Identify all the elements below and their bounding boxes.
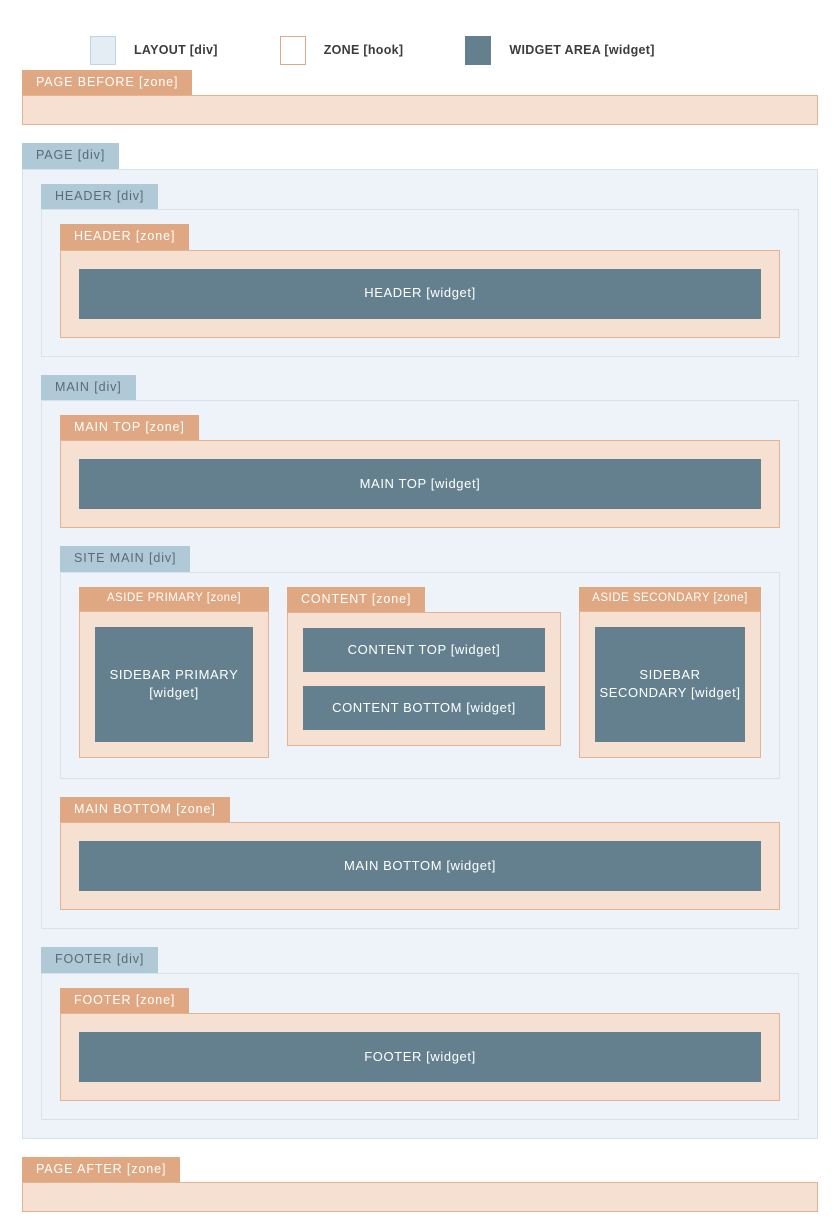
main-div-tab: MAIN [div] [41,374,136,400]
aside-primary-zone-body: SIDEBAR PRIMARY [widget] [79,610,269,758]
legend: LAYOUT [div] ZONE [hook] WIDGET AREA [wi… [0,0,840,70]
legend-label-zone: ZONE [hook] [323,43,404,57]
content-bottom-widget: CONTENT BOTTOM [widget] [303,686,545,730]
footer-widget: FOOTER [widget] [79,1031,761,1082]
widget-swatch-icon [465,35,492,65]
header-div-body: HEADER [zone] HEADER [widget] [41,209,799,357]
legend-item-zone: ZONE [hook] [279,35,404,65]
content-zone-tab: CONTENT [zone] [287,586,426,612]
main-bottom-zone: MAIN BOTTOM [zone] MAIN BOTTOM [widget] [60,796,780,911]
main-div-body: MAIN TOP [zone] MAIN TOP [widget] SITE M… [41,399,799,930]
footer-div-body: FOOTER [zone] FOOTER [widget] [41,972,799,1120]
header-div: HEADER [div] HEADER [zone] HEADER [widge… [41,183,799,357]
sidebar-primary-widget: SIDEBAR PRIMARY [widget] [95,626,253,742]
legend-item-widget: WIDGET AREA [widget] [465,35,655,65]
legend-item-layout: LAYOUT [div] [90,35,218,65]
diagram-root: PAGE BEFORE [zone] PAGE [div] HEADER [di… [0,70,840,1213]
main-top-widget: MAIN TOP [widget] [79,459,761,510]
page-div: PAGE [div] HEADER [div] HEADER [zone] HE… [22,143,818,1139]
legend-label-layout: LAYOUT [div] [134,43,218,57]
main-top-zone-tab: MAIN TOP [zone] [60,414,199,441]
header-zone-tab: HEADER [zone] [60,224,190,250]
main-top-zone-body: MAIN TOP [widget] [60,440,780,529]
footer-zone-body: FOOTER [widget] [60,1012,780,1101]
page-before-zone-body [22,95,818,126]
main-top-zone: MAIN TOP [zone] MAIN TOP [widget] [60,414,780,529]
site-main-div: SITE MAIN [div] ASIDE PRIMARY [zone] SID… [60,546,780,779]
page-after-zone-body [22,1182,818,1213]
site-main-div-body: ASIDE PRIMARY [zone] SIDEBAR PRIMARY [wi… [60,571,780,779]
legend-label-widget: WIDGET AREA [widget] [509,43,655,57]
content-zone: CONTENT [zone] CONTENT TOP [widget] CONT… [287,586,561,746]
sidebar-secondary-widget: SIDEBAR SECONDARY [widget] [595,626,745,742]
aside-secondary-zone-tab: ASIDE SECONDARY [zone] [579,586,761,611]
header-zone: HEADER [zone] HEADER [widget] [60,224,780,338]
main-bottom-zone-tab: MAIN BOTTOM [zone] [60,796,230,823]
content-top-widget: CONTENT TOP [widget] [303,628,545,672]
header-zone-body: HEADER [widget] [60,249,780,338]
content-zone-body: CONTENT TOP [widget] CONTENT BOTTOM [wid… [287,612,561,746]
page-after-zone-tab: PAGE AFTER [zone] [22,1156,181,1183]
main-div: MAIN [div] MAIN TOP [zone] MAIN TOP [wid… [41,374,799,930]
page-div-tab: PAGE [div] [22,143,120,169]
header-div-tab: HEADER [div] [41,183,159,210]
aside-secondary-zone: ASIDE SECONDARY [zone] SIDEBAR SECONDARY… [579,586,761,758]
footer-div-tab: FOOTER [div] [41,947,159,973]
page-div-body: HEADER [div] HEADER [zone] HEADER [widge… [22,168,818,1139]
site-main-div-tab: SITE MAIN [div] [60,546,191,572]
page-after-zone: PAGE AFTER [zone] [22,1156,818,1213]
page-before-zone-tab: PAGE BEFORE [zone] [22,70,193,96]
main-bottom-widget: MAIN BOTTOM [widget] [79,841,761,892]
layout-swatch-icon [90,35,116,65]
page-before-zone: PAGE BEFORE [zone] [22,70,818,126]
footer-zone-tab: FOOTER [zone] [60,987,190,1013]
zone-swatch-icon [279,35,306,65]
aside-secondary-zone-body: SIDEBAR SECONDARY [widget] [579,610,761,758]
header-widget: HEADER [widget] [79,268,761,319]
footer-zone: FOOTER [zone] FOOTER [widget] [60,987,780,1101]
main-bottom-zone-body: MAIN BOTTOM [widget] [60,822,780,911]
aside-primary-zone: ASIDE PRIMARY [zone] SIDEBAR PRIMARY [wi… [79,586,269,758]
site-main-columns: ASIDE PRIMARY [zone] SIDEBAR PRIMARY [wi… [79,586,761,758]
footer-div: FOOTER [div] FOOTER [zone] FOOTER [widge… [41,947,799,1120]
aside-primary-zone-tab: ASIDE PRIMARY [zone] [79,586,269,611]
